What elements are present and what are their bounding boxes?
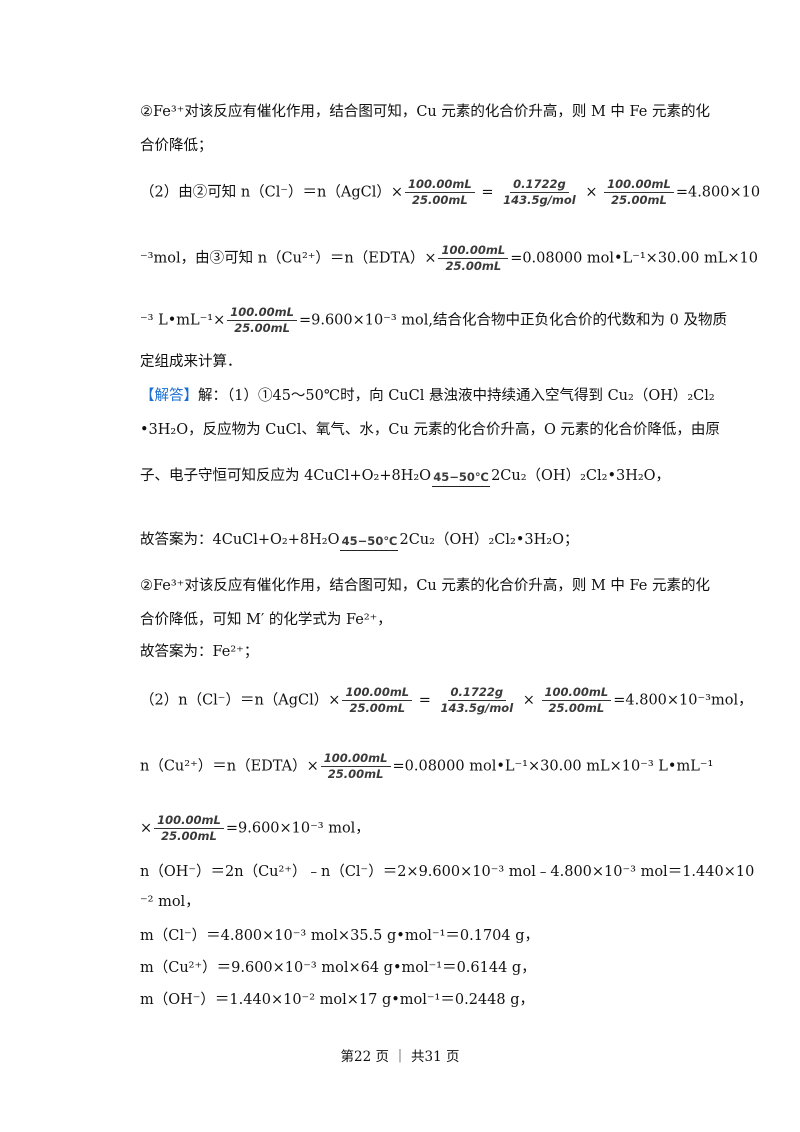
text-segment: ⁻³ L•mL⁻¹×	[140, 312, 226, 329]
text-segment: 解：（1）①45～50℃时，向 CuCl 悬浊液中持续通入空气得到 Cu₂（OH…	[198, 388, 715, 404]
text-line: ②Fe³⁺对该反应有催化作用，结合图可知，Cu 元素的化合价升高，则 M 中 F…	[140, 578, 710, 594]
text-segment: 子、电子守恒可知反应为 4CuCl+O₂+8H₂O	[140, 468, 432, 484]
text-segment: ×	[140, 820, 153, 837]
text-line: m（OH⁻）＝1.440×10⁻² mol×17 g•mol⁻¹＝0.2448 …	[140, 992, 534, 1008]
text-segment: ⁻³mol，由③可知 n（Cu²⁺）＝n（EDTA）×	[140, 250, 437, 267]
text-segment: =9.600×10⁻³ mol,结合化合物中正负化合价的代数和为 0 及物质	[298, 312, 727, 329]
text-segment: n（Cu²⁺）＝n（EDTA）×	[140, 758, 319, 775]
text-line: •3H₂O，反应物为 CuCl、氧气、水，Cu 元素的化合价升高，O 元素的化合…	[140, 422, 720, 438]
text-segment: 故答案为：4CuCl+O₂+8H₂O	[140, 532, 340, 548]
text-segment: =0.08000 mol•L⁻¹×30.00 mL×10	[510, 250, 758, 267]
text-line: 合价降低；	[140, 138, 213, 154]
text-line: m（Cu²⁺）＝9.600×10⁻³ mol×64 g•mol⁻¹＝0.6144…	[140, 960, 536, 976]
text-segment: =9.600×10⁻³ mol，	[225, 820, 370, 837]
text-line: m（Cl⁻）＝4.800×10⁻³ mol×35.5 g•mol⁻¹＝0.170…	[140, 928, 540, 944]
text-segment: 2Cu₂（OH）₂Cl₂•3H₂O；	[399, 532, 579, 548]
text-segment: =4.800×10⁻³mol，	[613, 692, 753, 709]
text-line: n（OH⁻）＝2n（Cu²⁺）﹣n（Cl⁻）＝2×9.600×10⁻³ mol﹣…	[140, 864, 755, 880]
reaction-arrow: 45−50℃	[432, 471, 491, 487]
text-line: ②Fe³⁺对该反应有催化作用，结合图可知，Cu 元素的化合价升高，则 M 中 F…	[140, 104, 710, 120]
text-line: ⁻² mol，	[140, 894, 200, 910]
text-line: 故答案为：Fe²⁺；	[140, 644, 259, 660]
text-line: 合价降低，可知 M′ 的化学式为 Fe²⁺，	[140, 612, 392, 628]
text-line: 【解答】解：（1）①45～50℃时，向 CuCl 悬浊液中持续通入空气得到 Cu…	[140, 386, 715, 406]
text-line: 定组成来计算．	[140, 354, 242, 370]
text-segment: （2）由②可知 n（Cl⁻）＝n（AgCl）×	[140, 184, 404, 201]
answer-label: 【解答】	[140, 388, 198, 404]
text-segment: =0.08000 mol•L⁻¹×30.00 mL×10⁻³ L•mL⁻¹	[392, 758, 714, 775]
text-segment: =4.800×10	[675, 184, 761, 201]
text-segment: （2）n（Cl⁻）＝n（AgCl）×	[140, 692, 341, 709]
text-segment: 2Cu₂（OH）₂Cl₂•3H₂O，	[491, 468, 671, 484]
reaction-arrow: 45−50℃	[340, 535, 399, 551]
page-footer: 第22 页 ｜ 共31 页	[340, 1049, 460, 1065]
